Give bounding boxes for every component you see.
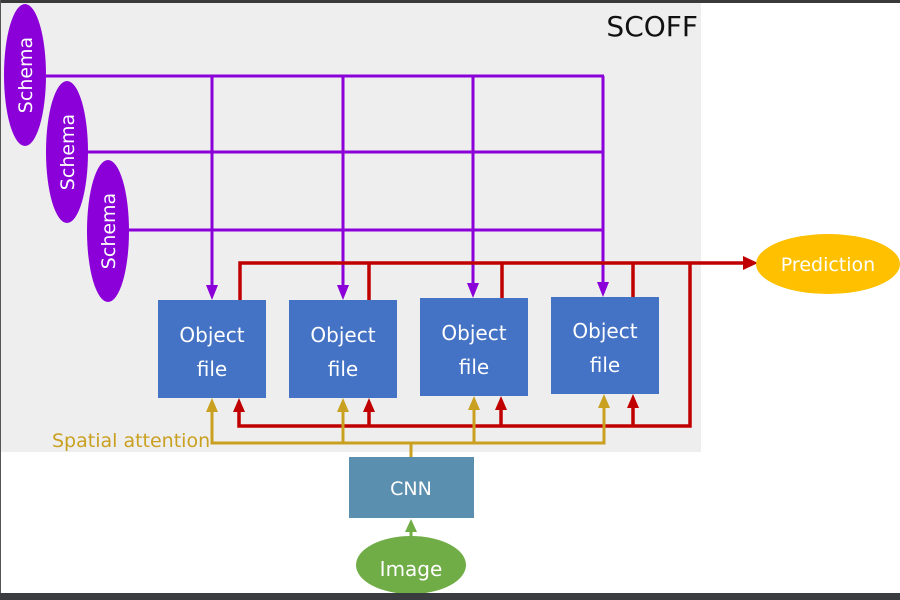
attention-arrowheads: [206, 394, 610, 412]
recurrent-connections: [237, 261, 745, 428]
object-file-label-line2: file: [590, 353, 620, 377]
cnn-node[interactable]: CNN: [349, 457, 474, 518]
attention-arrow-icon: [598, 394, 610, 408]
object-file-label-line2: file: [197, 357, 227, 381]
schema-connections: [44, 74, 605, 286]
object-file-3[interactable]: Object file: [420, 298, 528, 396]
image-label: Image: [380, 557, 443, 581]
schema-arrow-icon: [206, 285, 218, 300]
object-file-1[interactable]: Object file: [158, 300, 266, 398]
recurrent-arrowheads: [233, 256, 758, 412]
object-file-4[interactable]: Object file: [551, 297, 659, 394]
cnn-label: CNN: [390, 478, 432, 500]
window-left-border: [0, 0, 1, 600]
object-file-label-line2: file: [328, 357, 358, 381]
recurrent-feedback-line: [237, 263, 692, 428]
schema-arrowheads: [206, 282, 609, 300]
object-file-label-line2: file: [459, 355, 489, 379]
attention-bus: [210, 406, 606, 445]
recurrent-arrow-icon: [495, 396, 507, 410]
object-file-label-line1: Object: [572, 319, 637, 343]
schema-arrow-icon: [337, 285, 349, 300]
spatial-attention-label: Spatial attention: [52, 430, 210, 452]
schema-node-3[interactable]: Schema: [87, 160, 129, 302]
schema-arrow-icon: [597, 282, 609, 297]
prediction-label: Prediction: [781, 254, 875, 276]
image-node[interactable]: Image: [356, 536, 466, 594]
attention-arrow-icon: [468, 396, 480, 410]
recurrent-top-line: [238, 261, 745, 300]
prediction-node[interactable]: Prediction: [756, 234, 900, 294]
prediction-arrow-icon: [743, 256, 758, 270]
scoff-title: SCOFF: [606, 10, 698, 43]
attention-arrow-icon: [206, 398, 218, 412]
object-file-label-line1: Object: [441, 321, 506, 345]
object-file-label-line1: Object: [310, 323, 375, 347]
window-bottom-border: [0, 593, 900, 600]
attention-arrow-icon: [337, 398, 349, 412]
object-file-label-line1: Object: [179, 323, 244, 347]
object-file-2[interactable]: Object file: [289, 300, 397, 398]
recurrent-arrow-icon: [363, 398, 375, 412]
attention-connections: [210, 406, 606, 457]
schema-node-1[interactable]: Schema: [4, 4, 46, 146]
recurrent-arrow-icon: [627, 394, 639, 408]
schema-node-2[interactable]: Schema: [46, 81, 88, 223]
schema-label: Schema: [98, 193, 120, 269]
image-arrow-icon: [405, 519, 417, 532]
window-top-border: [0, 0, 900, 3]
recurrent-arrow-icon: [233, 398, 245, 412]
schema-label: Schema: [15, 37, 37, 113]
schema-label: Schema: [57, 114, 79, 190]
schema-arrow-icon: [467, 283, 479, 298]
